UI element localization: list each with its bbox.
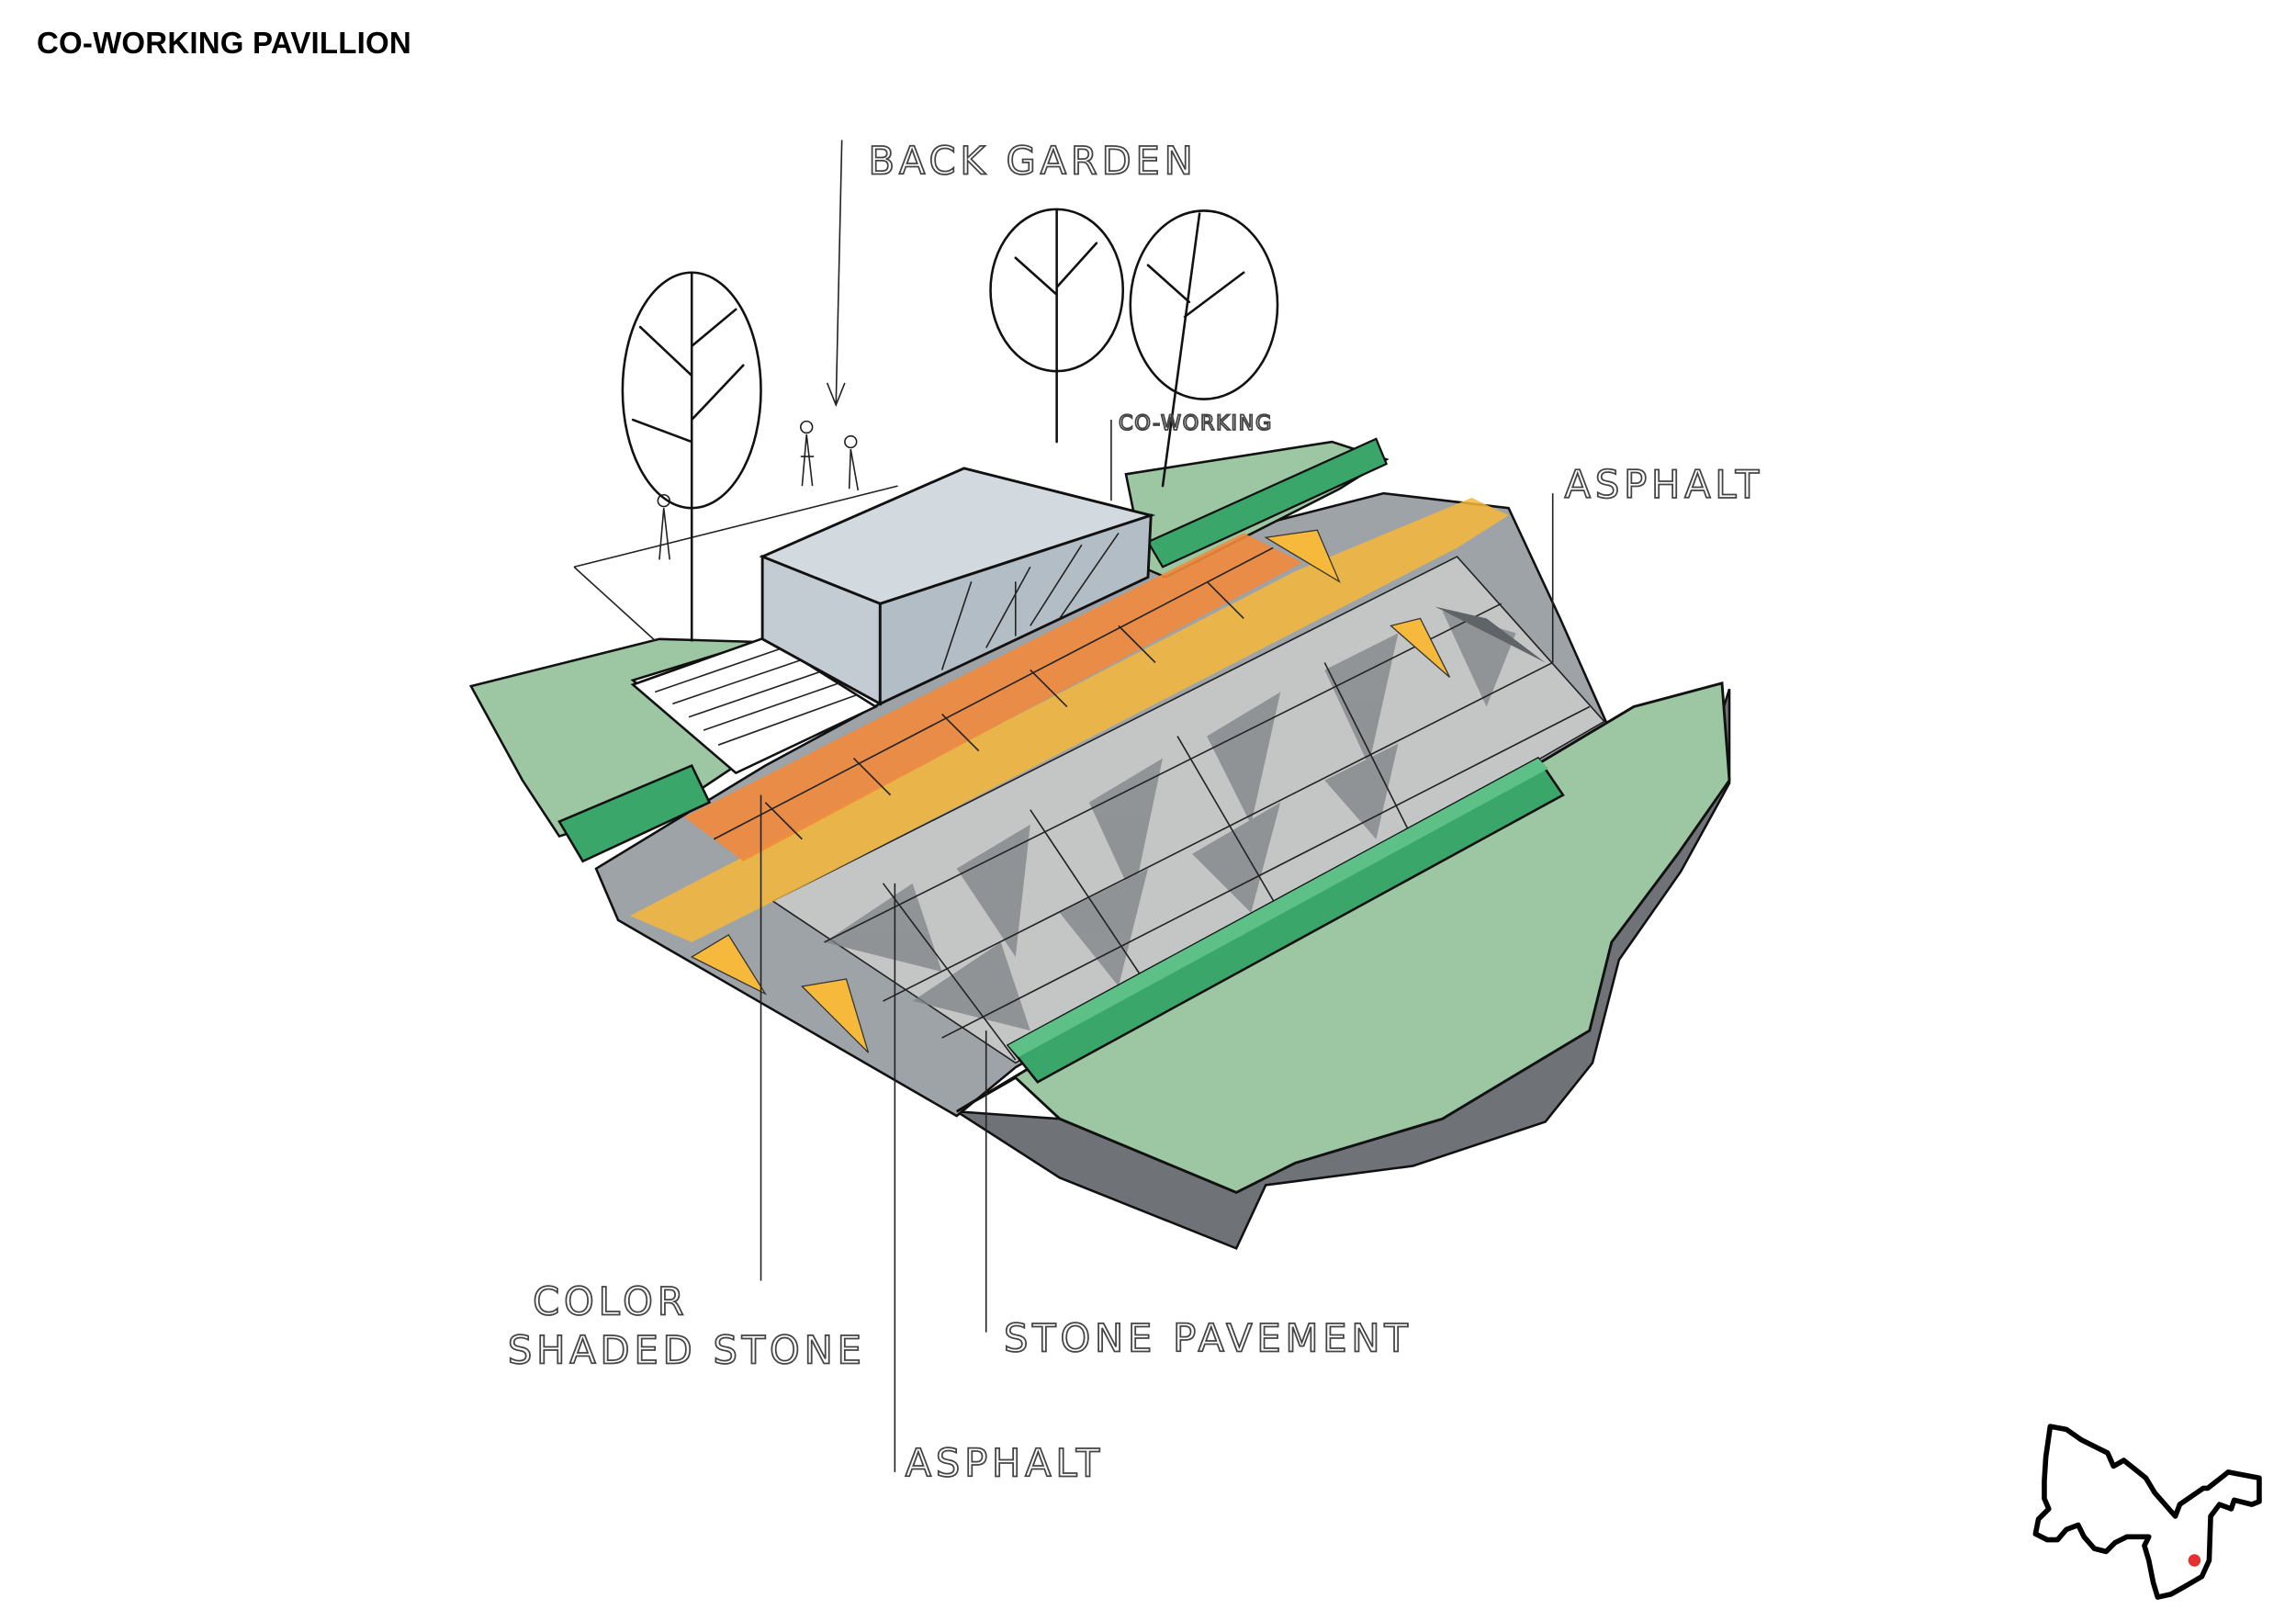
label-back-garden: BACK GARDEN bbox=[869, 138, 1198, 183]
co-working-building bbox=[759, 467, 1156, 706]
location-marker bbox=[2188, 1554, 2201, 1567]
front-planter-top bbox=[1007, 758, 1548, 1057]
road-marker bbox=[1390, 617, 1451, 678]
yellow-band bbox=[629, 497, 1509, 942]
stair-lines bbox=[654, 647, 857, 746]
road-marker bbox=[1264, 529, 1341, 583]
label-asphalt-right: ASPHALT bbox=[1565, 462, 1763, 507]
back-planter bbox=[1146, 437, 1389, 568]
label-color: COLOR bbox=[533, 1278, 688, 1323]
orange-band bbox=[684, 533, 1303, 861]
label-stone-pavement: STONE PAVEMENT bbox=[1004, 1315, 1412, 1360]
tree bbox=[621, 271, 762, 642]
stone-grid bbox=[824, 602, 1591, 1061]
left-planter bbox=[557, 763, 712, 863]
back-garden-outline bbox=[573, 485, 898, 641]
tree bbox=[1129, 209, 1279, 488]
leader-lines bbox=[760, 140, 1554, 1472]
location-key-map bbox=[2032, 1424, 2262, 1600]
stair-deck bbox=[630, 636, 879, 775]
road-marker bbox=[801, 978, 870, 1053]
label-co-working: CO-WORKING bbox=[1119, 411, 1273, 435]
label-shaded-stone: SHADED STONE bbox=[508, 1327, 866, 1372]
orange-grid bbox=[713, 546, 1274, 840]
stone-pavement bbox=[771, 556, 1606, 1064]
road-marker bbox=[690, 934, 768, 996]
page-title: CO-WORKING PAVILLION bbox=[37, 26, 411, 60]
tree bbox=[989, 208, 1125, 444]
road-marker bbox=[1435, 606, 1546, 663]
label-asphalt-bottom: ASPHALT bbox=[906, 1441, 1104, 1486]
